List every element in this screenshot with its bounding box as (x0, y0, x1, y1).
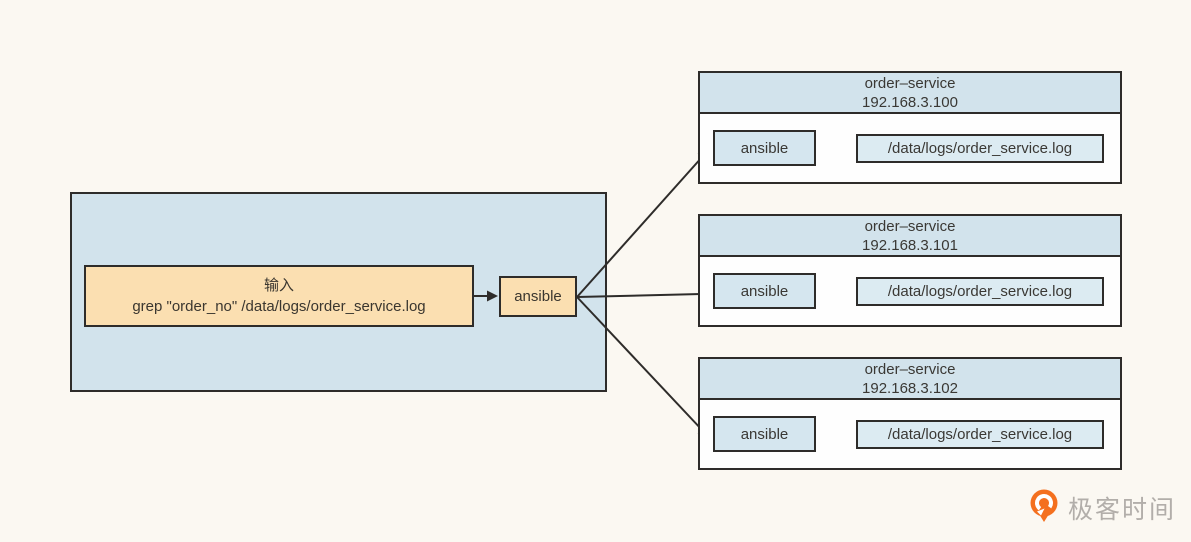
server-service-name: order–service (864, 74, 956, 92)
ansible-controller-box: ansible (499, 276, 577, 317)
server-ip: 192.168.3.100 (862, 93, 958, 111)
server-ip: 192.168.3.101 (862, 236, 958, 254)
geektime-logo-icon (1030, 489, 1058, 522)
server-body: ansible /data/logs/order_service.log (700, 114, 1120, 182)
ansible-agent-box: ansible (713, 416, 816, 452)
server-service-name: order–service (864, 360, 956, 378)
server-header: order–service 192.168.3.101 (700, 216, 1120, 257)
log-path-box: /data/logs/order_service.log (856, 420, 1104, 449)
server-body: ansible /data/logs/order_service.log (700, 400, 1120, 468)
ansible-agent-box: ansible (713, 273, 816, 309)
server-group-3: order–service 192.168.3.102 ansible /dat… (698, 357, 1122, 470)
server-group-2: order–service 192.168.3.101 ansible /dat… (698, 214, 1122, 327)
geektime-logo: 极客时间 (1028, 486, 1188, 530)
input-command: grep "order_no" /data/logs/order_service… (132, 298, 426, 315)
server-service-name: order–service (864, 217, 956, 235)
input-title: 输入 (263, 277, 294, 294)
log-path-box: /data/logs/order_service.log (856, 277, 1104, 306)
server-header: order–service 192.168.3.100 (700, 73, 1120, 114)
log-path-box: /data/logs/order_service.log (856, 134, 1104, 163)
ansible-agent-box: ansible (713, 130, 816, 166)
server-header: order–service 192.168.3.102 (700, 359, 1120, 400)
server-group-1: order–service 192.168.3.100 ansible /dat… (698, 71, 1122, 184)
server-body: ansible /data/logs/order_service.log (700, 257, 1120, 325)
server-ip: 192.168.3.102 (862, 379, 958, 397)
input-command-box: 输入 grep "order_no" /data/logs/order_serv… (84, 265, 474, 327)
geektime-logo-text: 极客时间 (1068, 496, 1177, 524)
